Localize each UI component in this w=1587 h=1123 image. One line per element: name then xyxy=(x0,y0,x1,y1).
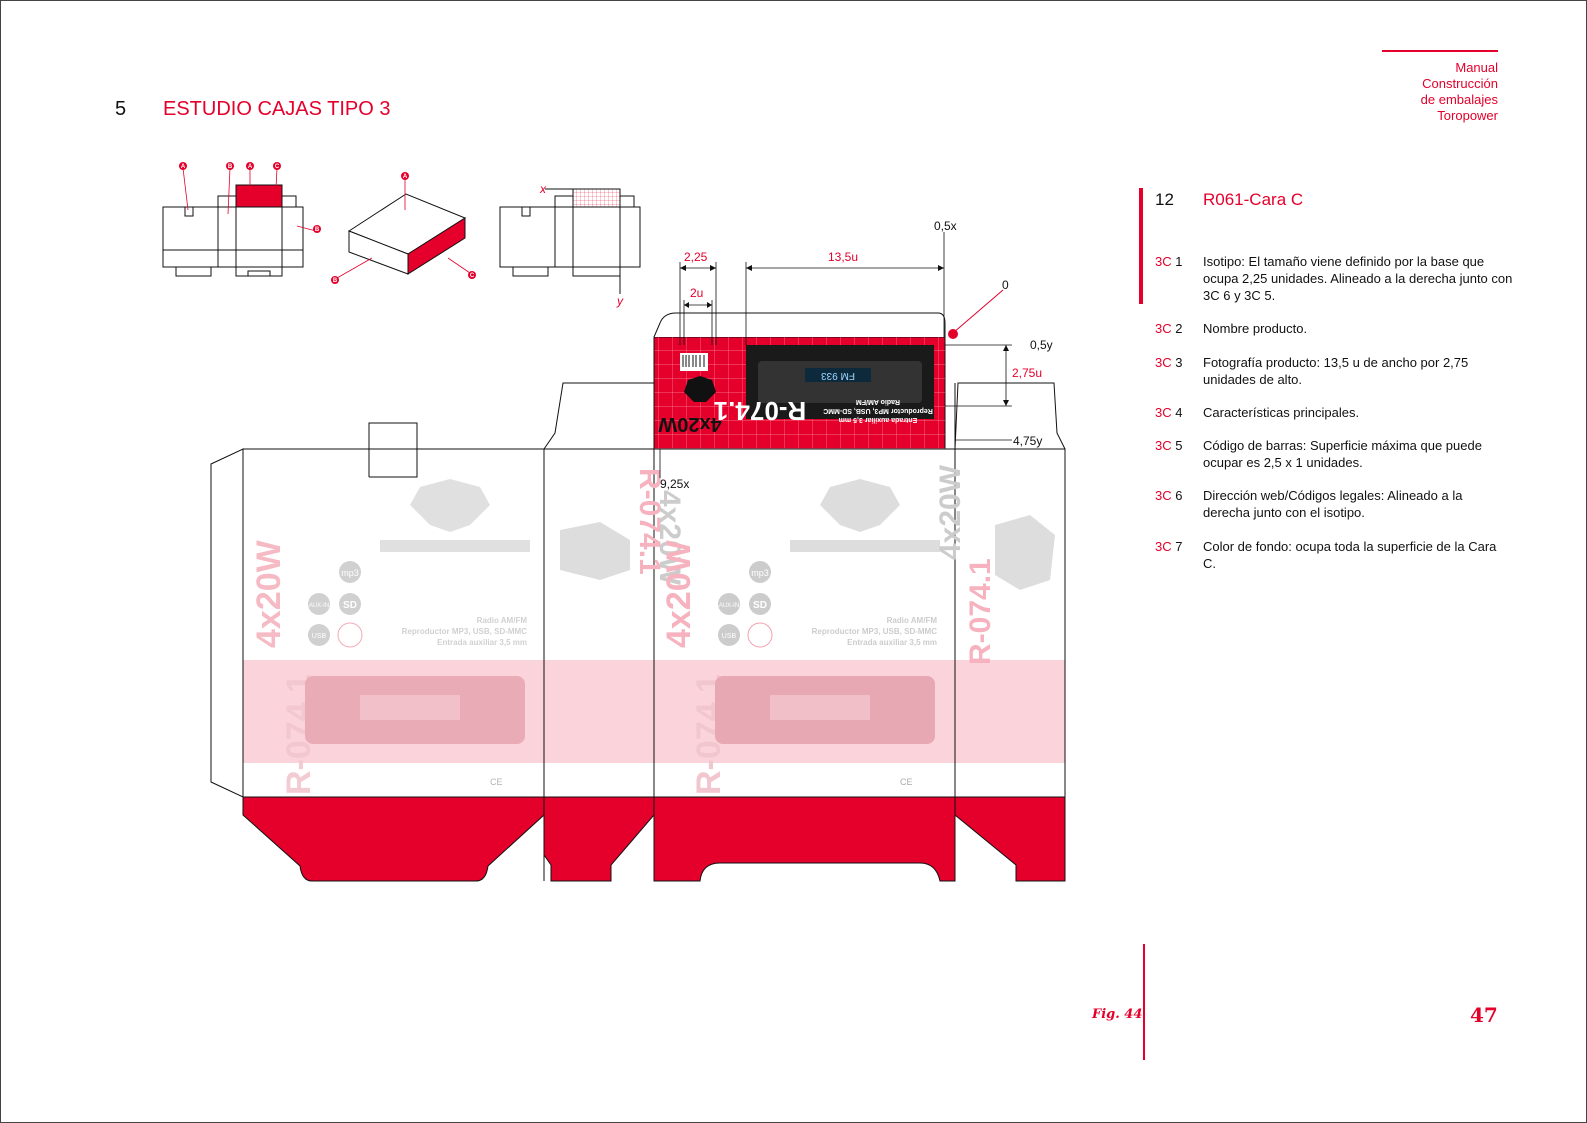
face-c-power: 4x20W xyxy=(658,413,721,435)
panel-4-artwork: R-074.1 4x20W xyxy=(934,464,1055,665)
face-marker-label: A xyxy=(181,164,186,170)
section-number: 5 xyxy=(115,98,127,120)
item-title: R061-Cara C xyxy=(1203,190,1304,209)
axis-y-label: y xyxy=(616,294,624,308)
spec-text: Color de fondo: ocupa toda la superficie… xyxy=(1203,539,1497,571)
manual-line: de embalajes xyxy=(1420,92,1498,107)
spec-text: Fotografía producto: 13,5 u de ancho por… xyxy=(1203,355,1469,387)
face-c-feature: Radio AM/FM xyxy=(856,398,900,405)
face-c-feature: Reproductor MP3, USB, SD-MMC xyxy=(823,407,933,414)
manual-line: Construcción xyxy=(1422,76,1498,91)
face-marker: C xyxy=(273,162,281,170)
spec-text: Nombre producto. xyxy=(1203,321,1308,336)
bull-logo xyxy=(684,376,716,402)
badge-label: USB xyxy=(722,633,737,640)
panel-1-artwork: 4x20W R-074.1 mp3 AUX-IN SD USB Radio AM… xyxy=(250,479,530,795)
spec-code: 3C 6 xyxy=(1155,488,1183,503)
face-marker-label: A xyxy=(248,164,253,170)
model-label: R-074.1 xyxy=(964,558,997,665)
feature-line: Entrada auxiliar 3,5 mm xyxy=(437,638,527,647)
dim-label: 4,75y xyxy=(1013,434,1042,448)
origin-leader xyxy=(952,289,1004,334)
face-markers: A B A C B A B C xyxy=(179,162,476,284)
spec-code: 3C 2 xyxy=(1155,321,1183,336)
model-label: R-074.1 xyxy=(633,468,666,575)
face-marker-label: B xyxy=(315,227,320,233)
header-rule xyxy=(1382,50,1498,52)
manual-title: Manual Construcción de embalajes Toropow… xyxy=(1421,60,1498,124)
spec-code: 3C 5 xyxy=(1155,438,1183,453)
spec-code: 3C 1 xyxy=(1155,254,1183,269)
model-label: 4x20W xyxy=(653,490,686,586)
face-marker: B xyxy=(226,162,234,170)
dim-label: 2,75u xyxy=(1012,366,1042,380)
feature-line: Radio AM/FM xyxy=(477,616,528,625)
face-c-feature: Entrada auxiliar 3,5 mm xyxy=(839,416,918,423)
face-marker-label: A xyxy=(403,174,408,180)
dim-label: 13,5u xyxy=(828,250,858,264)
spec-text: Código de barras: Superficie máxima que … xyxy=(1203,438,1482,470)
feature-line: Reproductor MP3, USB, SD-MMC xyxy=(812,627,938,636)
manual-line: Toropower xyxy=(1437,108,1498,123)
feature-line: Entrada auxiliar 3,5 mm xyxy=(847,638,937,647)
panel-2-artwork: R-074.1 4x20W xyxy=(560,468,686,586)
badge-label: SD xyxy=(343,600,357,611)
face-marker: A xyxy=(246,162,254,170)
figure-label: Fig. 44 xyxy=(1092,1007,1143,1022)
badge-label: SD xyxy=(753,600,767,611)
dimension-arrows xyxy=(680,265,1009,406)
dim-label: 0,5y xyxy=(1030,338,1053,352)
item-accent-bar xyxy=(1139,188,1143,304)
face-marker: B xyxy=(331,276,339,284)
mini-box-front xyxy=(162,184,304,277)
face-marker: A xyxy=(179,162,187,170)
model-label: 4x20W xyxy=(250,539,288,648)
feature-line: Radio AM/FM xyxy=(887,616,938,625)
model-label: 4x20W xyxy=(934,464,967,560)
svg-text:CE: CE xyxy=(900,777,913,787)
spec-code: 3C 7 xyxy=(1155,539,1183,554)
model-label: 4x20W xyxy=(660,539,698,648)
badge-label: USB xyxy=(312,633,327,640)
spec-text: Dirección web/Códigos legales: Alineado … xyxy=(1203,488,1463,520)
spec-code: 3C 4 xyxy=(1155,405,1183,420)
dim-label: 2u xyxy=(690,286,703,300)
face-marker: B xyxy=(313,225,321,233)
face-marker-label: C xyxy=(470,273,475,279)
face-marker: C xyxy=(468,271,476,279)
dieline xyxy=(210,312,1066,882)
axis-x-label: x xyxy=(539,182,547,196)
face-c-artwork: FM 933 R-074.1 4x20W Radio AM/FM Reprodu… xyxy=(658,345,934,435)
panel-3-artwork: 4x20W R-074.1 mp3 AUX-IN SD USB Radio AM… xyxy=(660,479,940,795)
dim-label: 0 xyxy=(1002,278,1009,292)
badge-label: mp3 xyxy=(341,568,359,578)
spec-code: 3C 3 xyxy=(1155,355,1183,370)
svg-text:CE: CE xyxy=(490,777,503,787)
badge-label: AUX-IN xyxy=(309,603,329,609)
page-number: 47 xyxy=(1470,1003,1498,1027)
dim-label: 2,25 xyxy=(684,250,708,264)
face-marker: A xyxy=(401,172,409,180)
manual-line: Manual xyxy=(1455,60,1498,75)
item-number: 12 xyxy=(1155,190,1174,209)
footer-rule xyxy=(1143,944,1145,1060)
spec-text: Isotipo: El tamaño viene definido por la… xyxy=(1203,254,1513,303)
face-marker-label: B xyxy=(228,164,233,170)
face-c-model: R-074.1 xyxy=(714,396,807,426)
barcode xyxy=(680,353,708,371)
mini-box-iso xyxy=(347,193,467,275)
display-text: FM 933 xyxy=(821,370,855,381)
badge-label: AUX-IN xyxy=(719,603,739,609)
section-title: ESTUDIO CAJAS TIPO 3 xyxy=(163,98,391,120)
origin-point xyxy=(948,329,958,339)
dim-label: 0,5x xyxy=(934,219,957,233)
spec-text: Características principales. xyxy=(1203,405,1360,420)
face-marker-label: C xyxy=(275,164,280,170)
feature-line: Reproductor MP3, USB, SD-MMC xyxy=(402,627,528,636)
badge-label: mp3 xyxy=(751,568,769,578)
face-marker-label: B xyxy=(333,278,338,284)
mini-box-net xyxy=(499,188,641,294)
dim-label: 9,25x xyxy=(660,477,689,491)
